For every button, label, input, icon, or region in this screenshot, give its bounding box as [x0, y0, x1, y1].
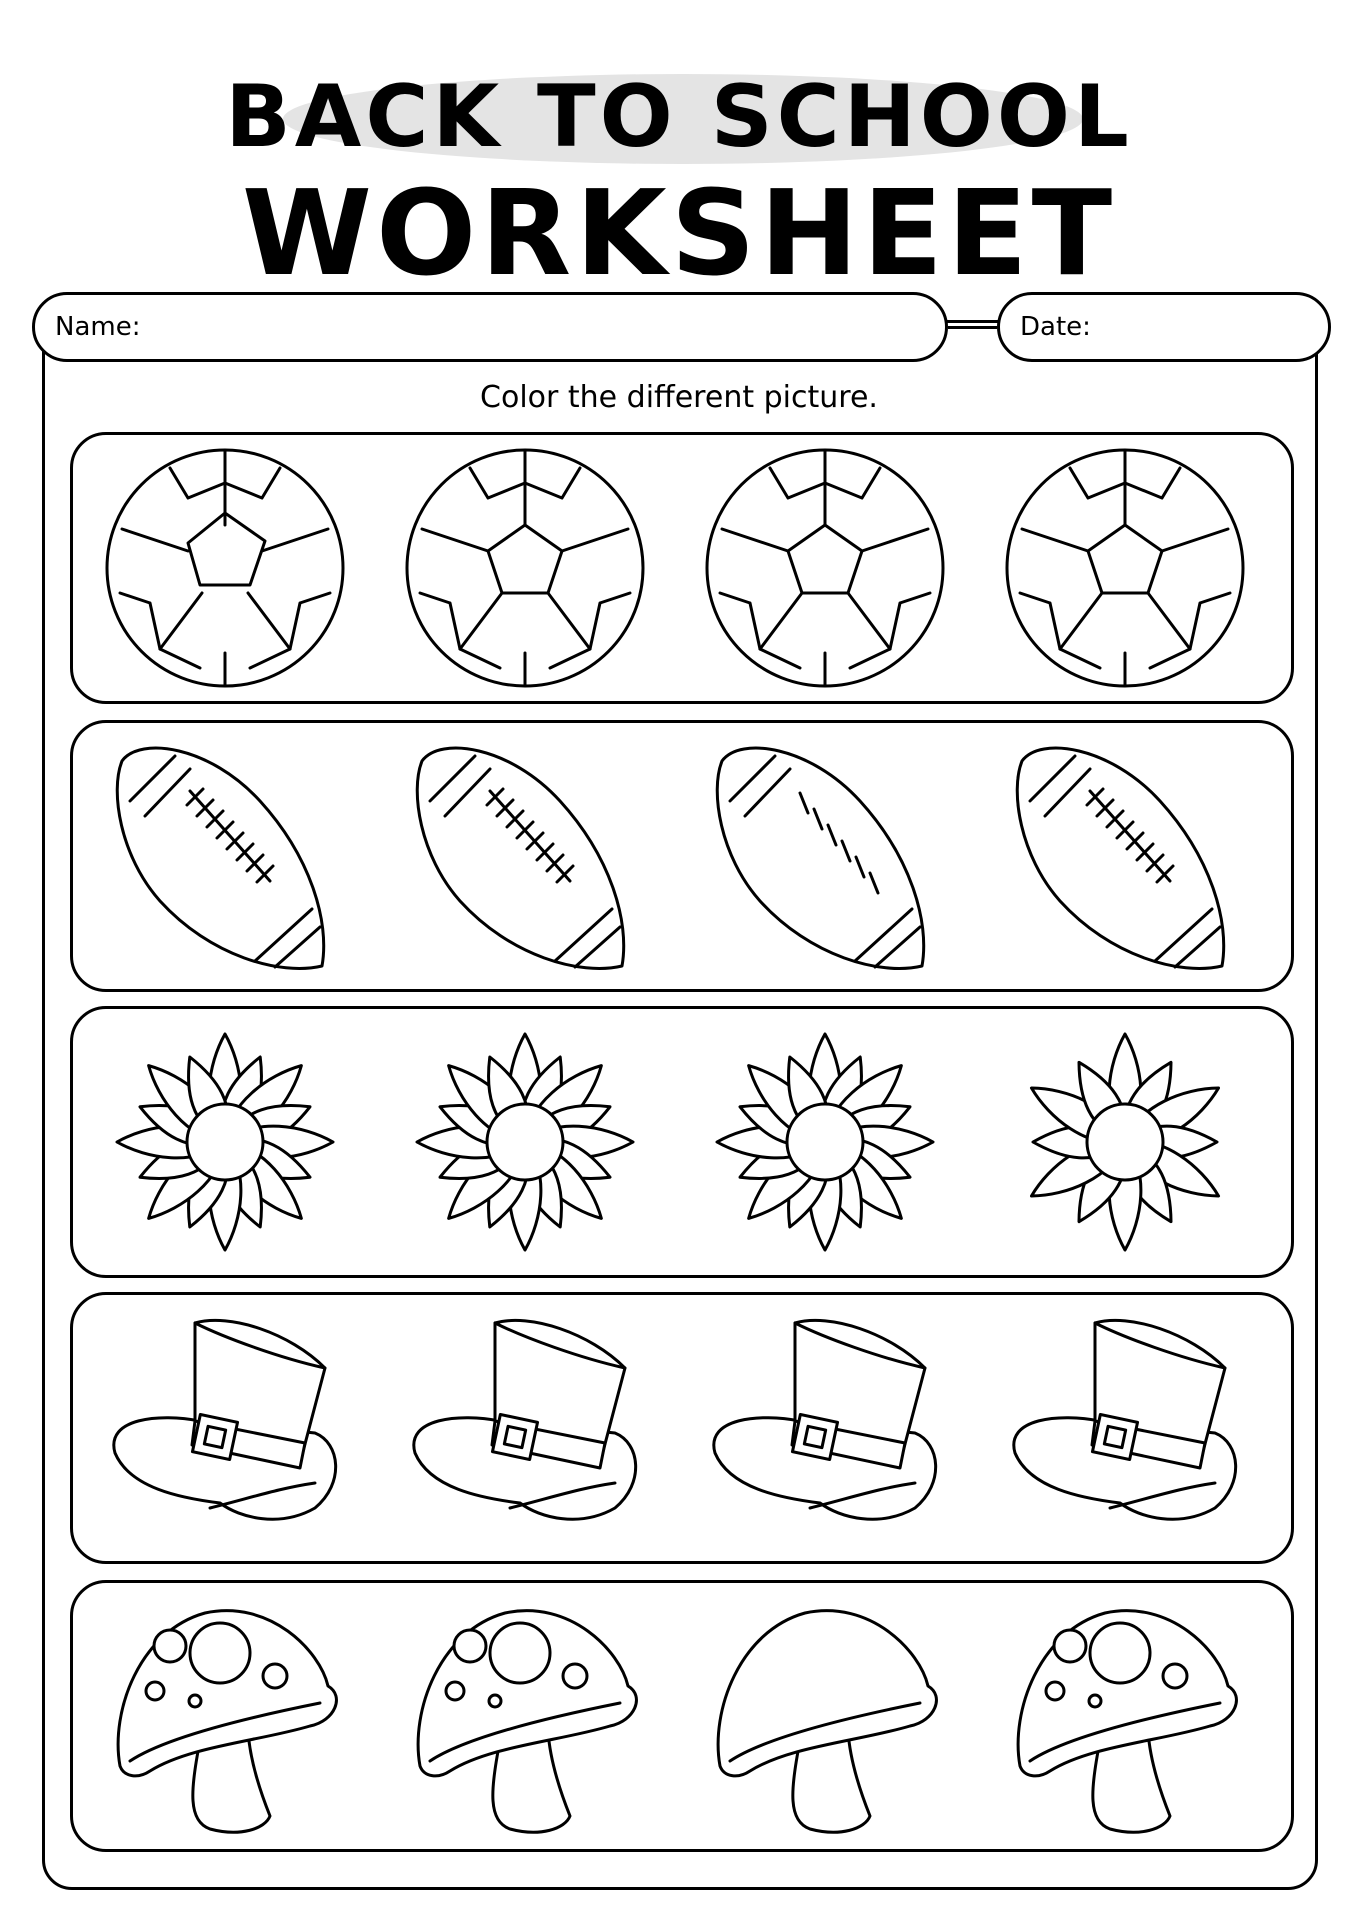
name-label: Name: [55, 312, 141, 342]
flower-picture[interactable] [100, 1017, 350, 1267]
football-picture[interactable] [700, 731, 950, 981]
worksheet-title: BACK TO SCHOOL WORKSHEET [0, 40, 1358, 298]
picture-row-top-hat [70, 1292, 1294, 1564]
picture-row-football [70, 720, 1294, 992]
title-line-2: WORKSHEET [241, 164, 1117, 302]
date-field[interactable]: Date: [997, 292, 1331, 362]
mushroom-picture[interactable] [400, 1591, 650, 1841]
flower-picture[interactable] [700, 1017, 950, 1267]
title-highlight [283, 74, 1083, 164]
date-label: Date: [1020, 312, 1091, 342]
mushroom-icon [716, 1609, 938, 1834]
soccer-ball-icon [405, 448, 645, 688]
top-hat-picture[interactable] [1000, 1303, 1250, 1553]
football-icon [415, 746, 626, 970]
picture-row-soccer-ball [70, 432, 1294, 704]
mushroom-icon [116, 1609, 338, 1834]
mushroom-picture[interactable] [100, 1591, 350, 1841]
football-picture[interactable] [400, 731, 650, 981]
mushroom-icon [1016, 1609, 1238, 1834]
football-icon [1015, 746, 1226, 970]
soccer-ball-icon [105, 448, 345, 688]
soccer-ball-icon [705, 448, 945, 688]
soccer-ball-picture[interactable] [700, 443, 950, 693]
flower-icon [115, 1032, 335, 1252]
mushroom-picture[interactable] [1000, 1591, 1250, 1841]
top-hat-icon [712, 1318, 938, 1521]
instruction-text: Color the different picture. [480, 380, 878, 415]
top-hat-icon [112, 1318, 338, 1521]
flower-icon [715, 1032, 935, 1252]
top-hat-icon [412, 1318, 638, 1521]
top-hat-picture[interactable] [700, 1303, 950, 1553]
football-picture[interactable] [1000, 731, 1250, 981]
soccer-ball-picture[interactable] [100, 443, 350, 693]
flower-icon [415, 1032, 635, 1252]
top-hat-picture[interactable] [400, 1303, 650, 1553]
flower-icon [1029, 1032, 1221, 1252]
soccer-ball-picture[interactable] [1000, 443, 1250, 693]
picture-row-mushroom [70, 1580, 1294, 1852]
soccer-ball-picture[interactable] [400, 443, 650, 693]
mushroom-icon [416, 1609, 638, 1834]
picture-row-flower [70, 1006, 1294, 1278]
top-hat-picture[interactable] [100, 1303, 350, 1553]
soccer-ball-icon [1005, 448, 1245, 688]
flower-picture[interactable] [400, 1017, 650, 1267]
mushroom-picture[interactable] [700, 1591, 950, 1841]
name-field[interactable]: Name: [32, 292, 948, 362]
football-icon [115, 746, 326, 970]
football-icon [715, 746, 926, 970]
football-picture[interactable] [100, 731, 350, 981]
flower-picture[interactable] [1000, 1017, 1250, 1267]
field-connector [948, 326, 997, 329]
top-hat-icon [1012, 1318, 1238, 1521]
title-line-1: BACK TO SCHOOL [225, 67, 1133, 167]
